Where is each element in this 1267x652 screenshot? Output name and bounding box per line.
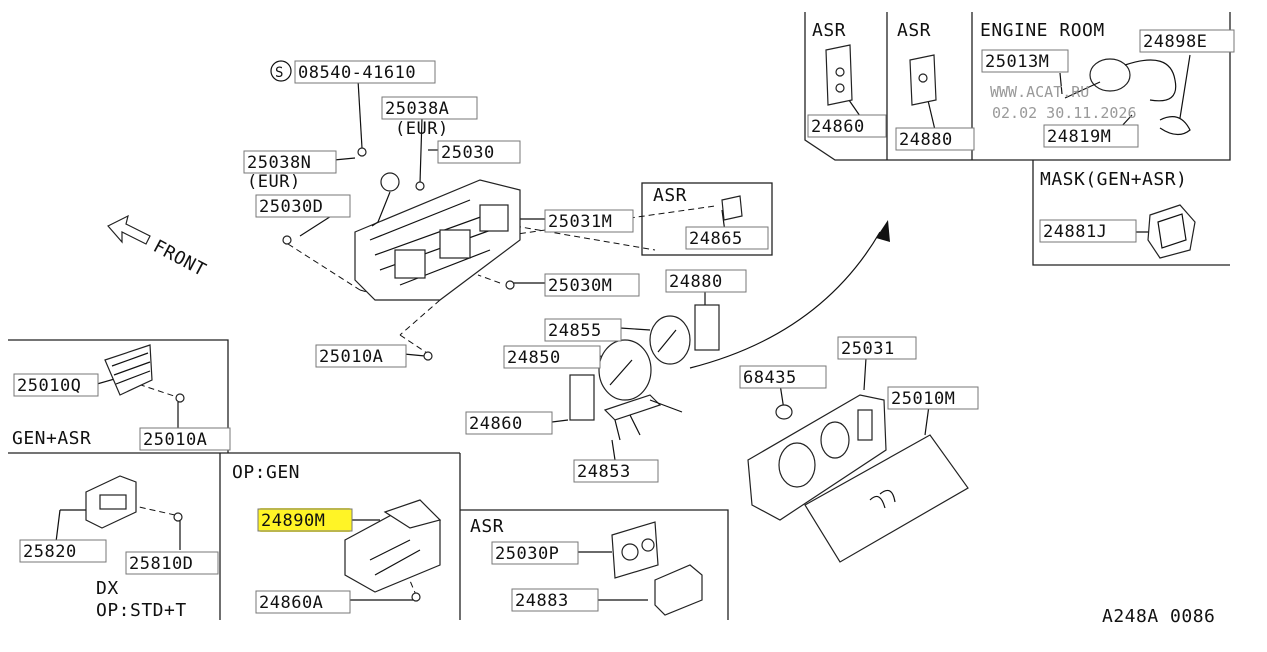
cluster-front-assembly	[747, 394, 969, 563]
front-arrow	[107, 214, 151, 245]
caption-op-std-t: OP:STD+T	[96, 600, 187, 621]
asr-switches-topright	[721, 44, 937, 221]
label-eur-1: (EUR)	[395, 119, 449, 139]
label-25810d[interactable]: 25810D	[129, 554, 193, 574]
watermark: WWW.ACAT.RU 02.02 30.11.2026	[990, 83, 1137, 122]
asr-bottom-parts	[611, 521, 703, 616]
label-08540-41610[interactable]: 08540-41610	[298, 63, 416, 83]
vent-parts	[104, 344, 185, 403]
display-24890m	[344, 499, 442, 602]
mask-part	[1147, 204, 1196, 259]
label-24890m[interactable]: 24890M	[261, 511, 325, 531]
engine-room-sensor	[1064, 58, 1191, 136]
label-25010a-top[interactable]: 25010A	[319, 347, 383, 367]
label-24850[interactable]: 24850	[507, 348, 561, 368]
label-25013m[interactable]: 25013M	[985, 52, 1049, 72]
label-25038n[interactable]: 25038N	[247, 153, 311, 173]
label-25820[interactable]: 25820	[23, 542, 77, 562]
caption-asr-box2: ASR	[897, 20, 931, 41]
label-25030d[interactable]: 25030D	[259, 197, 323, 217]
gauges-assembly	[569, 304, 720, 441]
label-24880-box[interactable]: 24880	[899, 130, 953, 150]
caption-gen-asr: GEN+ASR	[12, 428, 91, 449]
label-24865[interactable]: 24865	[689, 229, 743, 249]
label-24860a[interactable]: 24860A	[259, 593, 323, 613]
standard-symbol-text: S	[275, 65, 284, 81]
label-68435[interactable]: 68435	[743, 368, 797, 388]
watermark-line1: WWW.ACAT.RU	[990, 83, 1089, 101]
label-asr-top: ASR	[653, 185, 687, 206]
front-label: FRONT	[150, 236, 210, 281]
transfer-arrow	[689, 220, 890, 369]
caption-engine-room: ENGINE ROOM	[980, 20, 1105, 41]
caption-mask: MASK(GEN+ASR)	[1040, 169, 1187, 190]
label-25030[interactable]: 25030	[441, 143, 495, 163]
label-24898e[interactable]: 24898E	[1143, 32, 1207, 52]
caption-dx: DX	[96, 578, 119, 599]
watermark-line2: 02.02 30.11.2026	[992, 104, 1137, 122]
label-24855[interactable]: 24855	[548, 321, 602, 341]
label-24860-mid[interactable]: 24860	[469, 414, 523, 434]
label-25010a-left[interactable]: 25010A	[143, 430, 207, 450]
standard-part-symbol	[270, 60, 292, 82]
caption-asr-box1: ASR	[812, 20, 846, 41]
label-24853[interactable]: 24853	[577, 462, 631, 482]
label-24860-box[interactable]: 24860	[811, 117, 865, 137]
caption-asr-bottom: ASR	[470, 516, 504, 537]
label-25030p[interactable]: 25030P	[495, 544, 559, 564]
label-24880-mid[interactable]: 24880	[669, 272, 723, 292]
label-25031[interactable]: 25031	[841, 339, 895, 359]
highlight-24890m	[258, 508, 352, 532]
caption-op-gen: OP:GEN	[232, 462, 300, 483]
label-25030m[interactable]: 25030M	[548, 276, 612, 296]
label-24883[interactable]: 24883	[515, 591, 569, 611]
cluster-housing-rear	[282, 147, 521, 361]
label-24881j[interactable]: 24881J	[1043, 222, 1107, 242]
label-eur-2: (EUR)	[247, 172, 301, 192]
part-labels: S 08540-41610 25038A (EUR) 25038N (EUR) …	[12, 20, 1235, 627]
clock-module	[85, 475, 183, 529]
label-25010q[interactable]: 25010Q	[17, 376, 81, 396]
label-25010m[interactable]: 25010M	[891, 389, 955, 409]
leader-lines	[55, 54, 1191, 601]
label-24819m[interactable]: 24819M	[1047, 127, 1111, 147]
label-25031m[interactable]: 25031M	[548, 212, 612, 232]
diagram-code: A248A 0086	[1102, 606, 1215, 627]
label-25038a[interactable]: 25038A	[385, 99, 449, 119]
section-frames	[8, 12, 1231, 620]
